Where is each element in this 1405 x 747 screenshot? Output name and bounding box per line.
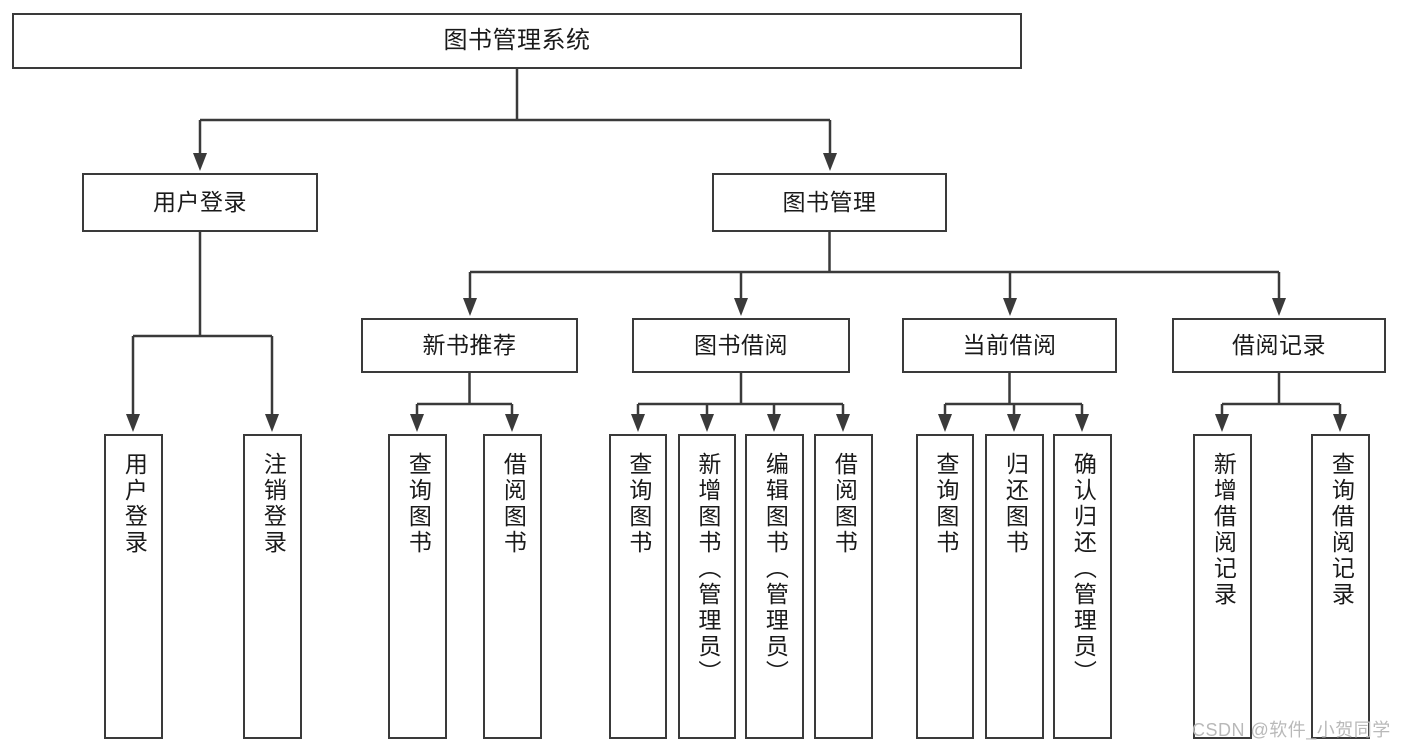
node-borrow-record: 借阅记录 (1172, 318, 1386, 373)
node-label: 查询图书 (932, 452, 959, 556)
node-label: 借阅图书 (831, 452, 858, 556)
node-leaf-user-logout: 注销登录 (243, 434, 302, 739)
node-book-borrow: 图书借阅 (632, 318, 850, 373)
node-label: 图书管理系统 (443, 26, 591, 54)
node-label: 借阅记录 (1232, 331, 1326, 358)
manage-to-level3-arrowhead-1 (734, 298, 748, 316)
borrow-to-leaves-arrowhead-2 (767, 414, 781, 432)
node-leaf-borrow-add: 新增图书（管理员） (678, 434, 736, 739)
node-leaf-cur-confirm: 确认归还（管理员） (1053, 434, 1112, 739)
node-leaf-cur-return: 归还图书 (985, 434, 1044, 739)
manage-to-level3-arrowhead-2 (1003, 298, 1017, 316)
node-label: 新增图书（管理员） (694, 452, 721, 686)
csdn-watermark: CSDN @软件_小贺同学 (1192, 720, 1391, 740)
rec-to-leaves-arrowhead-1 (505, 414, 519, 432)
manage-to-level3-arrowhead-3 (1272, 298, 1286, 316)
cur-to-leaves-arrowhead-0 (938, 414, 952, 432)
node-label: 用户登录 (121, 452, 148, 556)
node-label: 编辑图书（管理员） (762, 452, 789, 686)
node-leaf-borrow-edit: 编辑图书（管理员） (745, 434, 804, 739)
rec-to-leaves-arrowhead-0 (410, 414, 424, 432)
node-new-book-rec: 新书推荐 (361, 318, 578, 373)
node-label: 图书管理 (782, 188, 877, 215)
login-to-leaves-arrowhead-0 (126, 414, 140, 432)
node-label: 新增借阅记录 (1210, 452, 1237, 608)
node-leaf-rec-query2: 查询借阅记录 (1311, 434, 1370, 739)
node-book-manage: 图书管理 (712, 173, 947, 232)
node-label: 确认归还（管理员） (1070, 452, 1097, 686)
node-label: 新书推荐 (422, 331, 517, 358)
node-leaf-borrow-query: 查询图书 (609, 434, 667, 739)
node-leaf-rec-borrow: 借阅图书 (483, 434, 542, 739)
node-label: 归还图书 (1002, 452, 1029, 556)
node-leaf-borrow-lend: 借阅图书 (814, 434, 873, 739)
node-leaf-rec-query: 查询图书 (388, 434, 447, 739)
rec2-to-leaves-arrowhead-1 (1333, 414, 1347, 432)
node-label: 查询图书 (625, 452, 652, 556)
borrow-to-leaves-arrowhead-0 (631, 414, 645, 432)
node-label: 借阅图书 (500, 452, 527, 556)
node-root: 图书管理系统 (12, 13, 1022, 69)
cur-to-leaves-arrowhead-2 (1075, 414, 1089, 432)
node-label: 当前借阅 (962, 331, 1057, 358)
node-current-borrow: 当前借阅 (902, 318, 1117, 373)
node-leaf-rec-add: 新增借阅记录 (1193, 434, 1252, 739)
node-label: 查询图书 (405, 452, 432, 556)
node-label: 查询借阅记录 (1328, 452, 1355, 608)
login-to-leaves-arrowhead-1 (265, 414, 279, 432)
borrow-to-leaves-arrowhead-3 (836, 414, 850, 432)
node-leaf-user-login: 用户登录 (104, 434, 163, 739)
root-to-level2-arrowhead-0 (193, 153, 207, 171)
manage-to-level3-arrowhead-0 (463, 298, 477, 316)
node-label: 图书借阅 (694, 331, 788, 358)
rec2-to-leaves-arrowhead-0 (1215, 414, 1229, 432)
node-user-login: 用户登录 (82, 173, 318, 232)
root-to-level2-arrowhead-1 (823, 153, 837, 171)
borrow-to-leaves-arrowhead-1 (700, 414, 714, 432)
cur-to-leaves-arrowhead-1 (1007, 414, 1021, 432)
node-label: 用户登录 (153, 188, 247, 215)
node-label: 注销登录 (260, 452, 287, 556)
node-leaf-cur-query: 查询图书 (916, 434, 974, 739)
